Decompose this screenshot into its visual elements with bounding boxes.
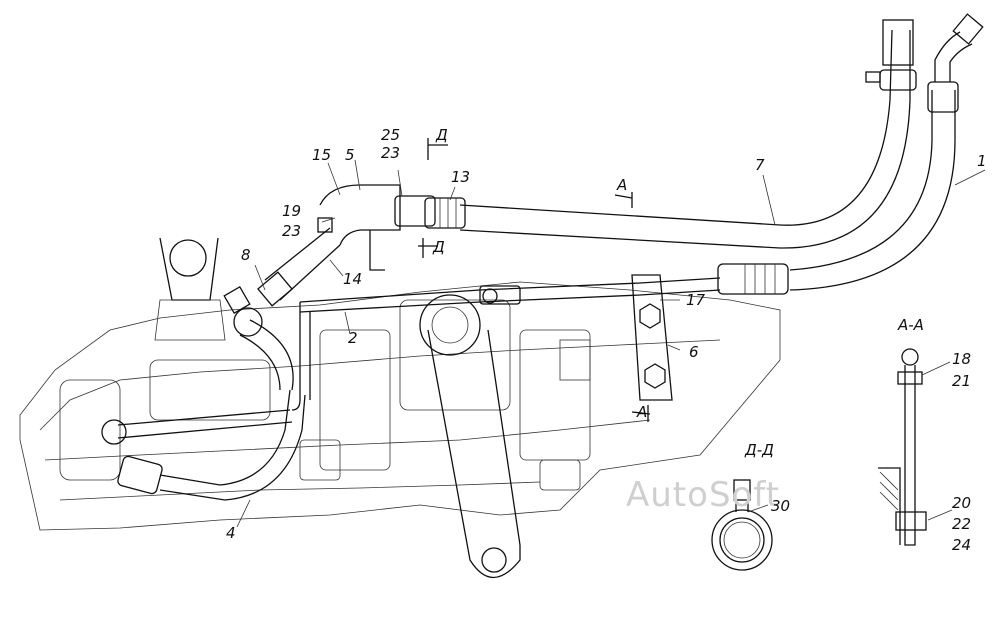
steering-gear-housing bbox=[19, 281, 781, 531]
label-2: 2 bbox=[348, 329, 358, 347]
label-24: 24 bbox=[952, 536, 971, 554]
watermark-text: AutoSoft bbox=[626, 475, 780, 515]
bracket-6 bbox=[631, 274, 673, 401]
label-13: 13 bbox=[451, 168, 470, 186]
section-title-aa: А-А bbox=[897, 316, 924, 334]
label-5: 5 bbox=[345, 146, 355, 164]
label-14: 14 bbox=[343, 270, 362, 288]
label-8: 8 bbox=[241, 246, 251, 264]
section-mark-a-bottom: А bbox=[636, 403, 647, 421]
section-aa-view bbox=[878, 348, 927, 546]
label-17: 17 bbox=[686, 291, 706, 309]
label-1: 1 bbox=[977, 152, 987, 170]
pipe-1 bbox=[789, 13, 984, 291]
hose-fittings-cluster bbox=[257, 184, 466, 307]
label-7: 7 bbox=[755, 156, 765, 174]
label-22: 22 bbox=[952, 515, 971, 533]
label-20: 20 bbox=[952, 494, 971, 512]
label-23-left: 23 bbox=[282, 222, 301, 240]
pipe-2 bbox=[291, 263, 789, 411]
leader-lines bbox=[236, 159, 986, 528]
section-dd-view bbox=[711, 479, 773, 571]
pipe-7 bbox=[459, 19, 917, 249]
label-6: 6 bbox=[689, 343, 699, 361]
label-25: 25 bbox=[381, 126, 400, 144]
pipe-4 bbox=[117, 285, 306, 501]
label-21: 21 bbox=[952, 372, 971, 390]
label-15: 15 bbox=[312, 146, 331, 164]
section-cut-marks bbox=[418, 138, 651, 422]
section-title-dd: Д-Д bbox=[744, 441, 774, 459]
label-4: 4 bbox=[226, 524, 236, 542]
pipe-left-link bbox=[101, 409, 293, 445]
label-23-top: 23 bbox=[381, 144, 400, 162]
section-mark-d-bottom: Д bbox=[432, 238, 445, 256]
section-mark-d-top: Д bbox=[435, 126, 448, 144]
label-19: 19 bbox=[282, 202, 301, 220]
pitman-arm bbox=[427, 329, 521, 578]
label-18: 18 bbox=[952, 350, 971, 368]
label-30: 30 bbox=[771, 497, 790, 515]
section-mark-a-top: А bbox=[616, 176, 627, 194]
ball-joint bbox=[154, 237, 226, 341]
